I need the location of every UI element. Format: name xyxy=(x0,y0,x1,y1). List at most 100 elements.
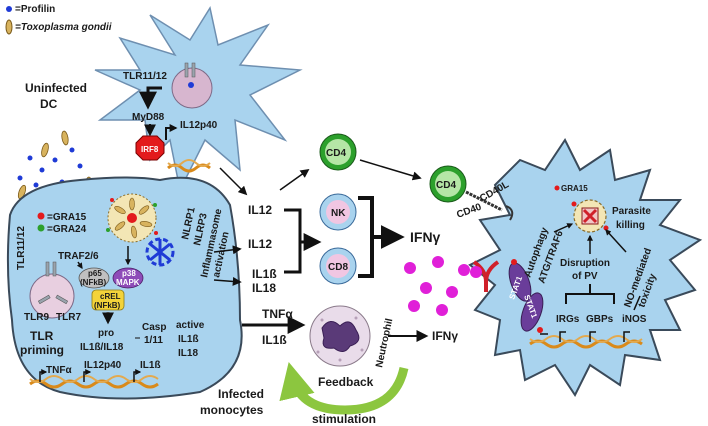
il1b-promoter xyxy=(133,369,142,382)
cd40l-stalk xyxy=(465,190,503,212)
mediator-il1b-2: IL1ß xyxy=(262,333,287,347)
p65-line2: (NFkB) xyxy=(80,278,107,287)
gra15-legend-dot xyxy=(37,212,45,220)
target-inos: iNOS xyxy=(622,314,647,325)
monocyte-traf26: TRAF2/6 xyxy=(58,251,99,262)
gra24-legend-dot xyxy=(37,224,45,232)
dc-tlr1112: TLR11/12 xyxy=(123,71,167,82)
monocyte-gra15: =GRA15 xyxy=(47,212,87,223)
dc-label-line1: Uninfected xyxy=(25,81,87,95)
stat1-phospho-dot-b xyxy=(537,327,543,333)
dc-myd88: MyD88 xyxy=(132,112,165,123)
dc-irf8: IRF8 xyxy=(141,145,159,154)
pro-line1: pro xyxy=(98,328,114,339)
target-disruption-line2: of PV xyxy=(572,271,598,282)
vacuole-parasites xyxy=(114,197,153,239)
cd8-nucleus xyxy=(326,254,350,278)
cell-cd8: CD8 xyxy=(328,262,348,273)
tnfa-promoter xyxy=(39,369,48,382)
feedback-arc xyxy=(279,361,409,415)
tlr-receptor-top-right xyxy=(52,261,57,277)
monocyte-tlr7: TLR7 xyxy=(56,312,81,323)
pv-dot-b xyxy=(603,225,609,231)
cell-neutrophil: Neutrophil xyxy=(374,317,395,368)
target-irgs: IRGs xyxy=(556,314,580,325)
mediator-il12-mid: IL12 xyxy=(248,237,272,251)
dc-tlr-receptor-left xyxy=(184,62,189,78)
target-gra15-dot xyxy=(554,185,560,191)
irf8-octagon xyxy=(135,135,165,161)
tlr-to-myd88-arrow xyxy=(139,86,162,110)
nk-nucleus xyxy=(326,200,350,224)
legend-profilin: =Profilin xyxy=(15,4,55,15)
cell-feedback: Feedback xyxy=(318,375,374,389)
pv-cross xyxy=(582,208,598,224)
dc-tlr-receptor-right xyxy=(191,62,196,78)
profilin-dots xyxy=(17,147,83,188)
no-to-pv-arrow xyxy=(605,229,627,253)
cd4-nucleus-b xyxy=(435,171,461,197)
tlr9-receptor xyxy=(37,294,51,305)
mediator-ifng-main: IFNγ xyxy=(410,229,441,245)
mediator-ifng-neut: IFNγ xyxy=(432,329,458,343)
monocyte-tlr9: TLR9 xyxy=(24,312,49,323)
cell-cd4-a: CD4 xyxy=(326,148,346,159)
inos-promoter xyxy=(623,331,630,342)
monocyte-label-line2: monocytes xyxy=(200,403,264,417)
endosome xyxy=(29,273,75,319)
dc-label-line2: DC xyxy=(40,97,58,111)
monocyte-label-line1: Infected xyxy=(218,387,264,401)
cd4-nucleus-a xyxy=(325,139,351,165)
ifng-dots xyxy=(404,256,470,316)
gene-il1b: IL1ß xyxy=(140,360,161,371)
tlr-priming-line2: priming xyxy=(20,343,64,357)
tlr7-receptor xyxy=(55,294,69,305)
p65-line1: p65 xyxy=(88,269,102,278)
stat1-phospho-dot-a xyxy=(511,259,517,265)
target-dna-strand xyxy=(529,339,643,349)
tlr-priming-line1: TLR xyxy=(30,329,54,343)
crel-nfkb-node xyxy=(91,289,125,311)
tlr-receptor-top-left xyxy=(45,261,50,277)
stat1-dimer-b xyxy=(520,292,544,332)
pv-dot-a xyxy=(571,201,577,207)
cell-cd4-b: CD4 xyxy=(436,180,456,191)
dc-profilin-dot xyxy=(188,82,194,88)
profilin-legend-dot xyxy=(6,6,12,12)
active-line2: IL1ß xyxy=(178,334,199,345)
target-parasite-line2: killing xyxy=(616,220,645,231)
p38-line1: p38 xyxy=(122,269,136,278)
p38-mapk-node xyxy=(112,267,144,289)
autophagy-arrow xyxy=(553,223,574,233)
irgs-promoter xyxy=(559,331,566,342)
neutrophil-nucleus xyxy=(321,321,360,352)
cytokine-bracket xyxy=(284,208,302,274)
gene-tnfa: TNFα xyxy=(46,365,72,376)
irf8-to-il12-arrow xyxy=(165,124,178,140)
target-cd40: CD40 xyxy=(455,202,483,221)
traf-to-nfkb-arrow xyxy=(76,261,83,269)
monocyte-tlr1112: TLR11/12 xyxy=(16,226,27,270)
gene-il12p40: IL12p40 xyxy=(84,360,122,371)
target-gbps: GBPs xyxy=(586,314,614,325)
cd4-to-cd4-arrow xyxy=(359,159,422,181)
monocyte-dna-strand-2 xyxy=(29,375,159,383)
active-line1: active xyxy=(176,320,205,331)
il12p40-promoter xyxy=(83,369,92,382)
mono-to-il12-arrow xyxy=(213,245,242,255)
target-parasite-line1: Parasite xyxy=(612,206,651,217)
receptor-bound-ifng xyxy=(470,266,482,278)
active-line3: IL18 xyxy=(178,348,198,359)
crel-line1: cREL xyxy=(100,292,121,301)
casp-line1: Casp xyxy=(142,322,166,333)
irgs-gbps-bracket xyxy=(565,284,615,304)
mediator-il18: IL18 xyxy=(252,281,276,295)
inos-to-no-line xyxy=(633,295,641,311)
crel-line2: (NFkB) xyxy=(94,301,121,310)
pro-line2: IL1ß/IL18 xyxy=(80,342,124,353)
dc-dna-strand-2 xyxy=(167,159,211,167)
mono-to-il1b-arrow xyxy=(213,276,242,286)
monocyte-gra24: =GRA24 xyxy=(47,224,87,235)
target-disruption-line1: Disruption xyxy=(560,258,610,269)
